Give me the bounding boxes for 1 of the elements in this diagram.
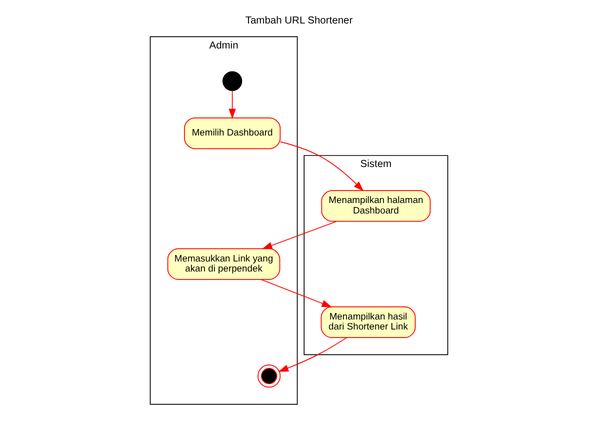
diagram-title: Tambah URL Shortener	[244, 16, 352, 27]
